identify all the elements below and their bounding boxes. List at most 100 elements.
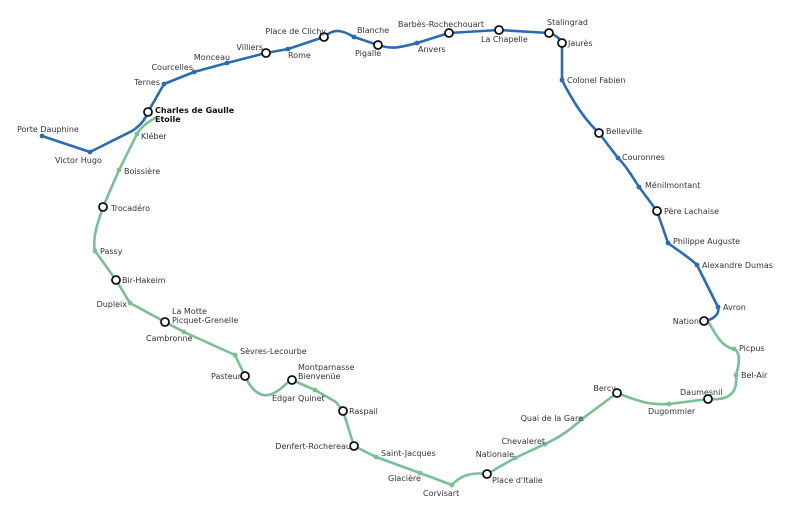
interchange-marker[interactable] bbox=[373, 40, 383, 50]
interchange-marker[interactable] bbox=[338, 406, 348, 416]
station-marker[interactable] bbox=[542, 441, 548, 447]
station-marker[interactable] bbox=[733, 372, 739, 378]
station[interactable]: Victor Hugo bbox=[55, 149, 102, 165]
station-marker[interactable] bbox=[512, 455, 518, 461]
station[interactable]: Place de Clichy bbox=[265, 27, 329, 42]
station-marker[interactable] bbox=[92, 248, 98, 254]
interchange-marker[interactable] bbox=[612, 388, 622, 398]
station-marker[interactable] bbox=[127, 300, 133, 306]
station-marker[interactable] bbox=[665, 240, 671, 246]
station[interactable]: Boissière bbox=[116, 166, 161, 176]
station-marker[interactable] bbox=[87, 149, 93, 155]
station-marker[interactable] bbox=[39, 133, 45, 139]
station[interactable]: Philippe Auguste bbox=[665, 237, 741, 246]
station[interactable]: Ternes bbox=[133, 78, 167, 87]
station-marker[interactable] bbox=[417, 470, 423, 476]
station[interactable]: Nation bbox=[673, 316, 709, 326]
interchange-marker[interactable] bbox=[240, 371, 250, 381]
interchange-marker[interactable] bbox=[544, 28, 554, 38]
station[interactable]: Trocadéro bbox=[98, 202, 150, 213]
station[interactable]: Pasteur bbox=[211, 371, 250, 381]
station[interactable]: Pigalle bbox=[355, 40, 383, 58]
station-marker[interactable] bbox=[285, 46, 291, 52]
station-marker[interactable] bbox=[191, 69, 197, 75]
station[interactable]: Chevaleret bbox=[501, 437, 548, 447]
interchange-marker[interactable] bbox=[482, 469, 492, 479]
station[interactable]: Avron bbox=[715, 303, 746, 312]
station-marker[interactable] bbox=[731, 346, 737, 352]
station[interactable]: Rome bbox=[285, 46, 311, 60]
station[interactable]: Dupleix bbox=[97, 300, 133, 309]
station[interactable]: Daumesnil bbox=[680, 388, 723, 404]
station[interactable]: Couronnes bbox=[615, 153, 665, 162]
station[interactable]: Barbès-Rochechouart bbox=[398, 19, 484, 38]
station-marker[interactable] bbox=[312, 387, 318, 393]
station[interactable]: Jaurès bbox=[557, 38, 593, 48]
station-marker[interactable] bbox=[351, 34, 357, 40]
station-marker[interactable] bbox=[694, 262, 700, 268]
station-marker[interactable] bbox=[559, 77, 565, 83]
station[interactable]: Corvisart bbox=[423, 482, 459, 498]
interchange-marker[interactable] bbox=[349, 441, 359, 451]
station-marker[interactable] bbox=[116, 167, 122, 173]
station-marker[interactable] bbox=[615, 155, 621, 161]
station-marker[interactable] bbox=[449, 482, 455, 488]
station-marker[interactable] bbox=[414, 40, 420, 46]
station[interactable]: Place d'Italie bbox=[482, 469, 543, 485]
interchange-marker[interactable] bbox=[98, 202, 108, 212]
station[interactable]: Passy bbox=[92, 247, 123, 256]
station[interactable]: Porte Dauphine bbox=[17, 125, 79, 139]
interchange-marker[interactable] bbox=[261, 48, 271, 58]
interchange-marker[interactable] bbox=[703, 394, 713, 404]
station[interactable]: Stalingrad bbox=[544, 18, 588, 38]
station[interactable]: Blanche bbox=[351, 26, 390, 40]
interchange-marker[interactable] bbox=[444, 28, 454, 38]
interchange-marker[interactable] bbox=[557, 38, 567, 48]
interchange-marker[interactable] bbox=[494, 25, 504, 35]
station-marker[interactable] bbox=[715, 304, 721, 310]
interchange-marker[interactable] bbox=[160, 317, 170, 327]
station-marker[interactable] bbox=[134, 131, 140, 137]
station[interactable]: Raspail bbox=[338, 406, 378, 416]
station[interactable]: Quai de la Gare bbox=[521, 414, 585, 423]
station[interactable]: Ménilmontant bbox=[636, 180, 701, 190]
interchange-marker[interactable] bbox=[594, 128, 604, 138]
station[interactable]: La Chapelle bbox=[481, 25, 528, 44]
station-marker[interactable] bbox=[636, 184, 642, 190]
station-marker[interactable] bbox=[181, 329, 187, 335]
interchange-marker[interactable] bbox=[111, 275, 121, 285]
station[interactable]: Glacière bbox=[388, 470, 423, 483]
station[interactable]: Alexandre Dumas bbox=[694, 261, 773, 270]
interchange-marker[interactable] bbox=[699, 316, 709, 326]
station[interactable]: Sèvres-Lecourbe bbox=[232, 346, 307, 358]
station-marker[interactable] bbox=[373, 454, 379, 460]
station[interactable]: Saint-Jacques bbox=[373, 449, 436, 460]
station-marker[interactable] bbox=[579, 416, 585, 422]
station[interactable]: Courcelles bbox=[151, 63, 197, 75]
station-marker[interactable] bbox=[224, 60, 230, 66]
interchange-marker[interactable] bbox=[319, 32, 329, 42]
station-marker[interactable] bbox=[232, 352, 238, 358]
station[interactable]: Denfert-Rochereau bbox=[275, 441, 359, 451]
station[interactable]: Anvers bbox=[414, 40, 446, 54]
station-marker[interactable] bbox=[666, 401, 672, 407]
station-marker[interactable] bbox=[161, 81, 167, 87]
station[interactable]: Cambronne bbox=[146, 329, 193, 343]
interchange-marker[interactable] bbox=[652, 206, 662, 216]
station[interactable]: Nationale bbox=[476, 450, 518, 461]
station[interactable]: Picpus bbox=[731, 344, 765, 353]
station[interactable]: Kléber bbox=[134, 131, 168, 141]
interchange-marker[interactable] bbox=[287, 375, 297, 385]
station[interactable]: Père Lachaise bbox=[652, 206, 719, 216]
station[interactable]: Dugommier bbox=[648, 401, 696, 416]
station[interactable]: Colonel Fabien bbox=[559, 76, 626, 85]
station[interactable]: Villiers bbox=[236, 43, 271, 58]
station[interactable]: Bercy bbox=[593, 384, 622, 398]
station[interactable]: Monceau bbox=[194, 53, 230, 66]
station[interactable]: Bir-Hakeim bbox=[111, 275, 166, 285]
station[interactable]: Edgar Quinet bbox=[272, 387, 325, 403]
station[interactable]: Belleville bbox=[594, 127, 642, 138]
